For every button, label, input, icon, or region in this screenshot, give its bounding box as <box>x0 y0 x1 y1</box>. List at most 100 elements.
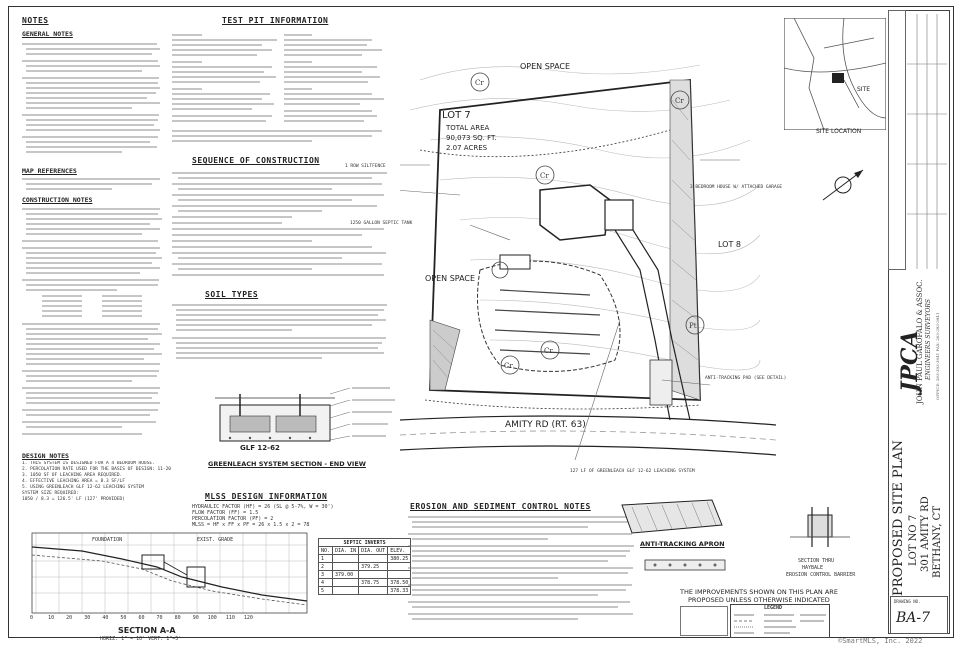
table-cell <box>332 554 360 563</box>
design-note-2: 2. PERCOLATION RATE USED FOR THE BASIS O… <box>22 467 172 472</box>
open-space-north: OPEN SPACE <box>520 62 571 71</box>
x-tick-30: 30 <box>84 615 91 621</box>
house-note: 3 BEDROOM HOUSE W/ ATTACHED GARAGE <box>690 185 783 190</box>
road-centerline <box>400 430 776 441</box>
column-header: DIA. OUT <box>358 546 389 555</box>
silt-label-1: SECTION THRU <box>798 558 835 564</box>
firm-name: JOHN PAUL GAROFALO & ASSOC. <box>916 279 924 404</box>
site-marker <box>832 73 844 83</box>
silt-fence-south <box>424 399 701 410</box>
soil-types-title: SOIL TYPES <box>205 290 259 299</box>
svg-text:Cr: Cr <box>540 172 549 180</box>
svg-text:FOUNDATION: FOUNDATION <box>92 537 122 543</box>
svg-text:Cr: Cr <box>504 362 513 370</box>
table-cell: 1 <box>317 554 334 563</box>
section-x-ticks: 0 10 20 30 40 50 60 70 80 90 100 110 120 <box>30 615 253 622</box>
firm-subtitle: ENGINEERS SURVEYORS <box>925 298 932 380</box>
anti-tracking-section <box>644 559 726 571</box>
column-header: NO. <box>317 546 334 555</box>
erosion-text <box>408 516 634 620</box>
svg-text:Cr: Cr <box>475 79 484 87</box>
anti-tracking-pad <box>649 359 673 406</box>
drawing-number-label: DRAWING NO. <box>894 599 921 604</box>
plan-town: BETHANY, CT <box>932 505 943 578</box>
legend-title: LEGEND <box>764 605 783 611</box>
driveway-right <box>632 229 691 421</box>
anti-tracking-title: ANTI-TRACKING APRON <box>640 540 725 548</box>
soil-types-text <box>172 304 387 359</box>
greenleach-section-drawing <box>215 387 395 442</box>
svg-text:EXIST. GRADE: EXIST. GRADE <box>197 537 233 543</box>
road-label: AMITY RD (RT. 63) <box>505 420 586 430</box>
leaching-field-outline <box>477 260 621 372</box>
design-note-7: 1050 / 8.3 = 126.5' LF (127' PROVIDED) <box>22 497 125 502</box>
erosion-title: EROSION AND SEDIMENT CONTROL NOTES <box>410 502 591 511</box>
design-note-6: SYSTEM SIZE REQUIRED: <box>22 491 79 496</box>
watermark: ©SmartMLS, Inc. 2022 <box>838 637 923 645</box>
glf-caption: GREENLEACH SYSTEM SECTION - END VIEW <box>208 460 366 468</box>
hatch-east <box>669 79 701 401</box>
mlss-line-4: MLSS = HF x FF x PF = 26 x 1.5 x 2 = 78 <box>192 522 310 528</box>
table-cell: 379.00 <box>332 570 360 579</box>
x-tick-80: 80 <box>174 615 181 621</box>
lot-7-area-label: TOTAL AREA <box>446 124 490 132</box>
mlss-line-2: FLOW FACTOR (FF) = 1.5 <box>192 510 259 516</box>
x-tick-90: 90 <box>192 615 199 621</box>
greenleach-note: 127 LF OF GREENLEACH GLF 12-62 LEACHING … <box>570 469 695 474</box>
table-cell: 3 <box>317 570 334 579</box>
section-a-a-profile: FOUNDATION EXIST. GRADE <box>31 532 308 614</box>
open-space-west: OPEN SPACE <box>425 274 476 283</box>
design-note-5: 5. USING GREENLEACH GLF 12-62 LEACHING S… <box>22 485 144 490</box>
table-cell: 378.75 <box>358 578 389 587</box>
legend-box <box>730 604 830 638</box>
drawing-number: BA-7 <box>896 610 931 626</box>
revision-strip <box>888 10 906 270</box>
table-cell: 4 <box>317 578 334 587</box>
table-cell <box>358 554 389 563</box>
table-row: 5 378.33 <box>317 586 412 595</box>
notes-title: NOTES <box>22 16 49 25</box>
x-tick-110: 110 <box>225 615 235 621</box>
site-label: SITE <box>857 86 871 93</box>
column-header: DIA. IN <box>332 546 360 555</box>
sequence-text <box>172 172 387 276</box>
legend-items <box>734 614 826 634</box>
garage-footprint <box>604 199 634 231</box>
lot-7-title: LOT 7 <box>442 110 471 121</box>
glf-label: GLF 12-62 <box>240 444 280 452</box>
anti-tracking-apron-drawing <box>621 499 723 534</box>
construction-notes-text <box>22 208 162 435</box>
lot-number: LOT NO 7 <box>908 514 919 566</box>
table-cell: 2 <box>317 562 334 571</box>
lot-7-area-sqft: 90,073 SQ. FT. <box>446 134 497 142</box>
drawing-sheet <box>8 6 954 638</box>
plan-address: 301 AMITY RD <box>920 496 931 572</box>
svg-text:Cr: Cr <box>544 347 553 355</box>
table-cell <box>358 570 389 579</box>
silt-fence-note: 1 ROW SILTFENCE <box>345 164 386 169</box>
sequence-title: SEQUENCE OF CONSTRUCTION <box>192 156 320 165</box>
drawing-number-box <box>890 596 948 634</box>
north-arrow-icon <box>822 169 864 201</box>
haybale-barrier-drawing <box>790 507 850 547</box>
table-header-row: SEPTIC INVERTS <box>317 538 412 547</box>
map-references-title: MAP REFERENCES <box>22 167 77 175</box>
x-tick-120: 120 <box>243 615 253 621</box>
mlss-title: MLSS DESIGN INFORMATION <box>205 492 328 501</box>
test-pit-data <box>172 34 384 142</box>
construction-notes-title: CONSTRUCTION NOTES <box>22 196 93 204</box>
silt-label-2: HAYBALE <box>802 565 824 571</box>
revision-table <box>907 14 947 269</box>
table-cell: 378.33 <box>387 586 412 595</box>
table-cell <box>332 586 360 595</box>
design-note-3: 3. 1050 SF OF LEACHING AREA REQUIRED. <box>22 473 123 478</box>
table-cell: 5 <box>317 586 334 595</box>
table-cell <box>358 586 389 595</box>
septic-tank-note: 1250 GALLON SEPTIC TANK <box>350 221 413 226</box>
design-notes-title: DESIGN NOTES <box>22 452 69 460</box>
